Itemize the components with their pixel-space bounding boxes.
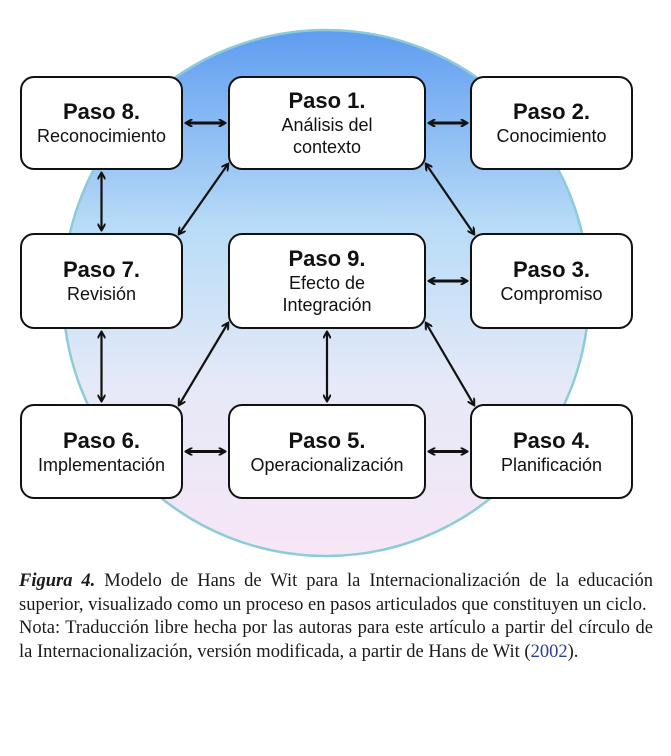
step-desc: Reconocimiento bbox=[36, 126, 167, 146]
step-title: Paso 5. bbox=[288, 427, 366, 453]
step-title: Paso 2. bbox=[512, 99, 591, 124]
step-box-paso-6: Paso 6. Implementación bbox=[20, 404, 183, 499]
step-title: Paso 7. bbox=[62, 257, 141, 282]
wit-cycle-diagram: Paso 8. Reconocimiento Paso 1. Análisis … bbox=[20, 28, 633, 558]
step-box-paso-8: Paso 8. Reconocimiento bbox=[20, 76, 183, 170]
arrow-paso-9-paso-6 bbox=[179, 323, 228, 405]
step-desc: Compromiso bbox=[500, 284, 603, 304]
step-box-paso-4: Paso 4. Planificación bbox=[470, 404, 633, 499]
arrow-paso-1-paso-7 bbox=[179, 164, 228, 234]
caption-main: Figura 4. Modelo de Hans de Wit para la … bbox=[19, 570, 653, 617]
step-desc: Planificación bbox=[500, 454, 603, 475]
citation-link[interactable]: 2002 bbox=[530, 641, 568, 662]
step-box-paso-9: Paso 9. Efecto de Integración bbox=[228, 233, 426, 329]
arrow-paso-9-paso-4 bbox=[426, 323, 474, 405]
caption-note: Nota: Traducción libre hecha por las aut… bbox=[19, 617, 653, 664]
step-box-paso-2: Paso 2. Conocimiento bbox=[470, 76, 633, 170]
step-title: Paso 4. bbox=[512, 427, 591, 453]
step-title: Paso 1. bbox=[288, 88, 366, 113]
step-desc: Revisión bbox=[66, 284, 137, 304]
figure-caption: Figura 4. Modelo de Hans de Wit para la … bbox=[19, 570, 653, 664]
step-box-paso-7: Paso 7. Revisión bbox=[20, 233, 183, 329]
step-desc: Conocimiento bbox=[496, 126, 607, 146]
note-end: ). bbox=[567, 641, 579, 662]
step-title: Paso 9. bbox=[288, 246, 366, 271]
step-box-paso-3: Paso 3. Compromiso bbox=[470, 233, 633, 329]
note-text: Nota: Traducción libre hecha por las aut… bbox=[19, 618, 653, 662]
step-box-paso-5: Paso 5. Operacionalización bbox=[228, 404, 426, 499]
step-desc: Implementación bbox=[37, 454, 166, 475]
step-title: Paso 8. bbox=[62, 99, 141, 124]
figure-label: Figura 4. bbox=[19, 571, 96, 591]
step-title: Paso 3. bbox=[512, 257, 591, 282]
connection-arrows bbox=[102, 123, 475, 452]
step-box-paso-1: Paso 1. Análisis del contexto bbox=[228, 76, 426, 170]
step-desc: Operacionalización bbox=[250, 454, 404, 475]
arrow-paso-1-paso-3 bbox=[426, 164, 474, 234]
step-desc: Efecto de Integración bbox=[282, 273, 372, 315]
step-desc: Análisis del contexto bbox=[281, 115, 373, 157]
caption-text: Modelo de Hans de Wit para la Internacio… bbox=[19, 571, 654, 615]
step-title: Paso 6. bbox=[62, 427, 141, 453]
